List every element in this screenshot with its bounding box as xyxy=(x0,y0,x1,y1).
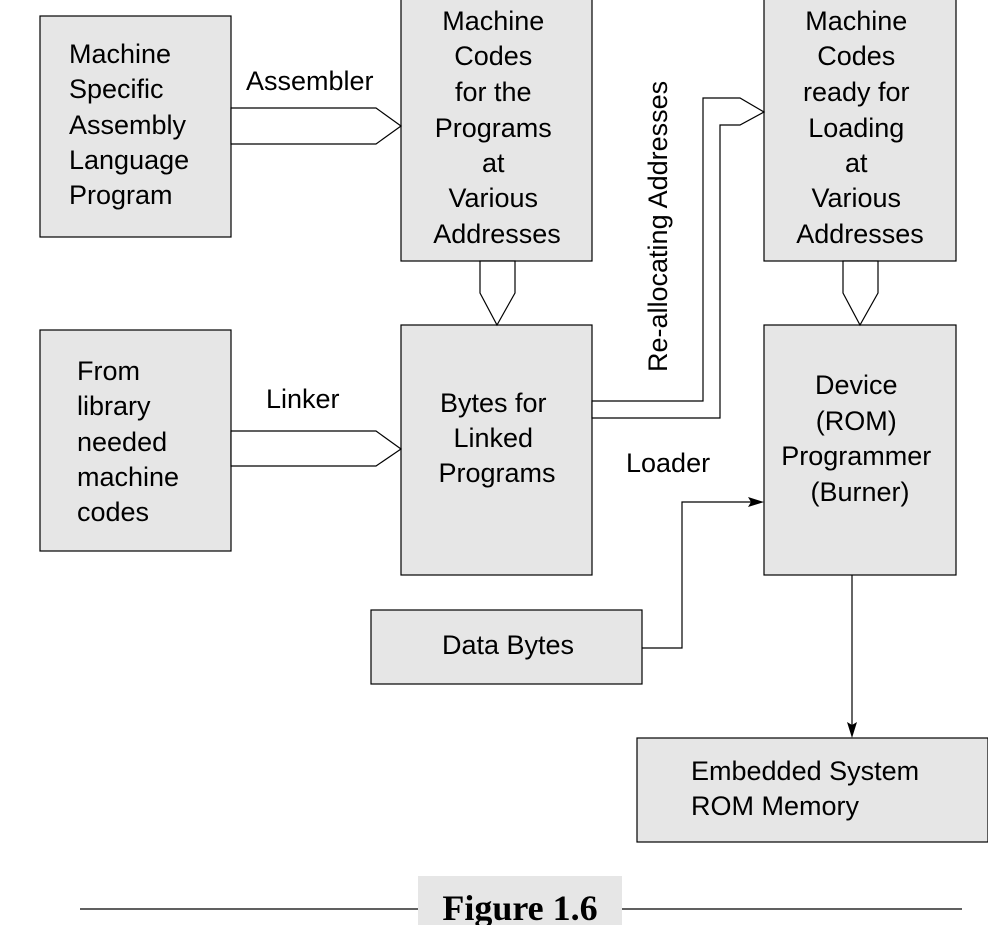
device-programmer-box xyxy=(763,324,957,576)
library-codes-text: From library needed machine codes xyxy=(77,356,187,527)
reallocating-label: Re-allocating Addresses xyxy=(643,81,673,372)
rom-memory-text: Embedded System ROM Memory xyxy=(691,756,927,821)
machine-codes-text: Machine Codes for the Programs at Variou… xyxy=(433,6,561,249)
ready-to-programmer-arrow xyxy=(842,260,879,327)
assembly-program-text: Machine Specific Assembly Language Progr… xyxy=(69,39,197,210)
caption-backdrop xyxy=(418,876,622,925)
loader-arrowhead xyxy=(748,497,764,507)
burn-arrowhead xyxy=(847,722,857,738)
library-codes-box xyxy=(39,329,232,552)
figure-caption: Figure 1.6 xyxy=(442,888,597,925)
linker-arrow xyxy=(230,430,403,467)
data-bytes-text: Data Bytes xyxy=(442,630,574,660)
assembly-program-box xyxy=(39,15,232,238)
assembler-arrow xyxy=(230,107,403,145)
reallocating-arrow xyxy=(591,97,766,419)
machine-codes-ready-text: Machine Codes ready for Loading at Vario… xyxy=(796,6,924,249)
codes-to-linked-arrow xyxy=(479,260,516,327)
machine-codes-box xyxy=(400,0,593,262)
loader-label: Loader xyxy=(626,448,710,478)
linked-bytes-box xyxy=(400,324,593,576)
machine-codes-ready-box xyxy=(763,0,957,262)
loader-line xyxy=(642,501,752,649)
linker-label: Linker xyxy=(266,384,340,414)
data-bytes-box xyxy=(370,609,643,685)
linked-bytes-text: Bytes for Linked Programs xyxy=(438,388,555,488)
assembler-label: Assembler xyxy=(246,66,374,96)
rom-memory-box xyxy=(636,737,988,843)
device-programmer-text: Device (ROM) Programmer (Burner) xyxy=(781,370,939,507)
